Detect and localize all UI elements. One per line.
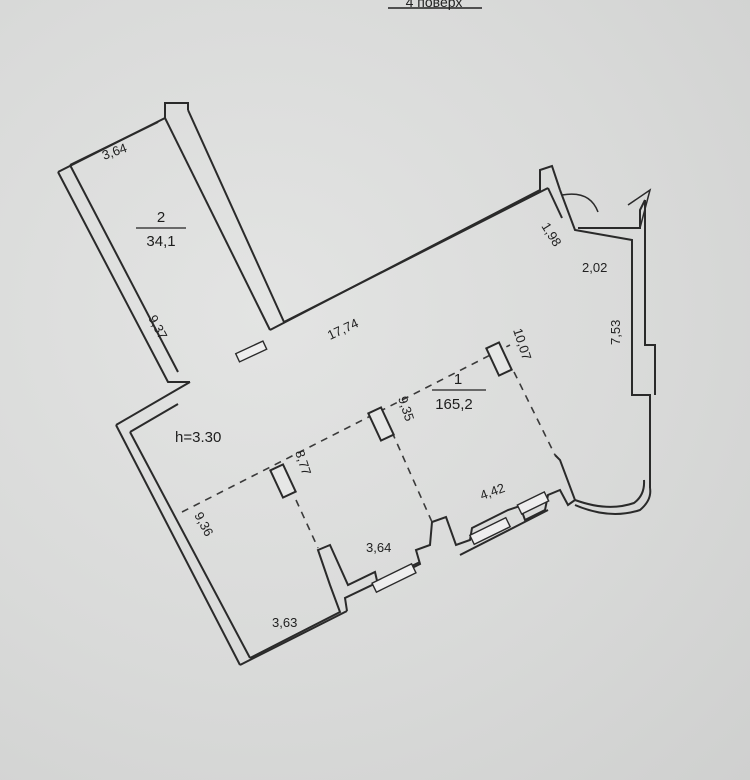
window-1 <box>371 562 417 594</box>
room-1-area: 165,2 <box>435 396 473 413</box>
room-2-door <box>234 340 268 363</box>
dim-south-2: 3,64 <box>366 540 391 555</box>
dim-east-wall: 7,53 <box>608 320 623 345</box>
room-2-number: 2 <box>157 209 165 226</box>
dim-west-wall: 9,36 <box>191 509 216 538</box>
ceiling-height: h=3.30 <box>175 429 221 446</box>
dim-dashed-3: 8,77 <box>292 448 314 477</box>
room-2-area: 34,1 <box>146 233 175 250</box>
room-1-number: 1 <box>454 371 462 388</box>
column-2 <box>366 406 396 442</box>
column-3 <box>484 341 514 377</box>
room-2-label: 2 34,1 <box>136 209 186 250</box>
door-arc-2 <box>627 188 652 229</box>
door-arc-1 <box>561 193 599 213</box>
dim-dashed-1: 10,07 <box>510 326 534 362</box>
dim-room2-width: 3,64 <box>100 140 129 163</box>
dim-dashed-2: 9,35 <box>395 394 417 423</box>
column-1 <box>268 463 298 499</box>
dashed-beam-lines <box>181 344 556 549</box>
room-2-walls <box>57 102 285 383</box>
dim-north-wall: 17,74 <box>325 315 361 342</box>
window-3 <box>516 490 550 516</box>
dim-room2-length: 9,37 <box>145 312 170 341</box>
apartment-walls <box>115 164 656 666</box>
dim-south-1: 3,63 <box>272 615 297 630</box>
dim-corner-stub: 1,98 <box>538 220 564 249</box>
dim-south-3: 4,42 <box>478 480 507 503</box>
room-1-label: 1 165,2 <box>432 371 486 413</box>
floor-title: 4 поверх <box>406 0 463 10</box>
dim-east-stub: 2,02 <box>582 260 607 275</box>
window-2 <box>468 516 512 546</box>
